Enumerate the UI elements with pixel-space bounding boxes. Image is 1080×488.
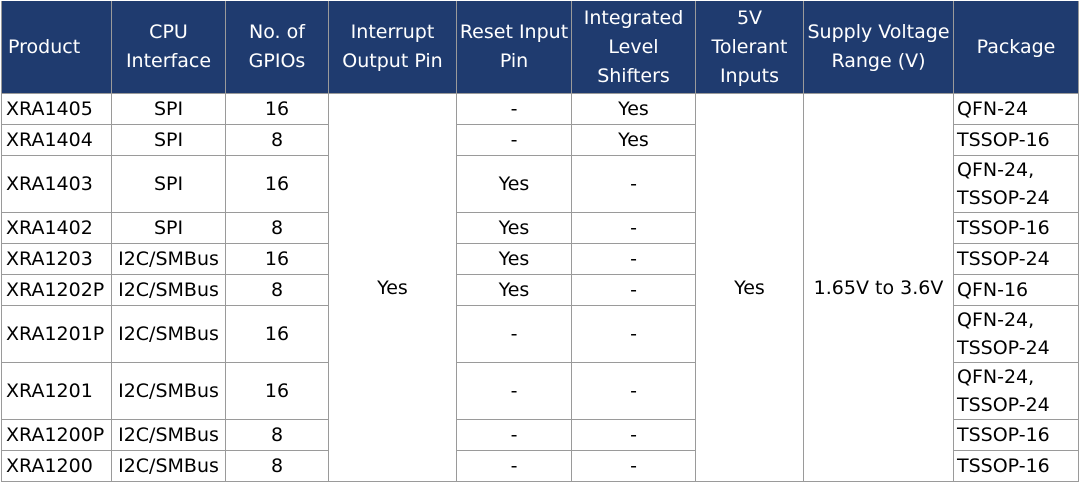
gpio-count-cell: 16: [225, 305, 329, 363]
header-supply-voltage: Supply Voltage Range (V): [803, 1, 954, 94]
cpu-interface-cell: SPI: [111, 93, 226, 125]
header-reset-input-pin: Reset Input Pin: [456, 1, 572, 94]
table-row: XRA1402 SPI 8 Yes - TSSOP-16: [1, 212, 1079, 244]
cpu-interface-cell: SPI: [111, 155, 226, 213]
product-cell: XRA1200P: [1, 419, 112, 451]
package-cell: TSSOP-24: [953, 243, 1079, 275]
reset-input-pin-cell: -: [456, 305, 572, 363]
cpu-interface-cell: SPI: [111, 124, 226, 156]
level-shifters-cell: -: [571, 362, 696, 420]
header-gpio-count: No. of GPIOs: [225, 1, 329, 94]
cpu-interface-cell: SPI: [111, 212, 226, 244]
cpu-interface-cell: I2C/SMBus: [111, 419, 226, 451]
gpio-count-cell: 16: [225, 362, 329, 420]
package-cell: QFN-16: [953, 274, 1079, 306]
level-shifters-cell: Yes: [571, 124, 696, 156]
cpu-interface-cell: I2C/SMBus: [111, 243, 226, 275]
interrupt-output-pin-cell: Yes: [328, 93, 457, 482]
level-shifters-cell: -: [571, 243, 696, 275]
level-shifters-cell: -: [571, 450, 696, 482]
product-cell: XRA1402: [1, 212, 112, 244]
reset-input-pin-cell: -: [456, 124, 572, 156]
gpio-count-cell: 16: [225, 155, 329, 213]
product-cell: XRA1201P: [1, 305, 112, 363]
cpu-interface-cell: I2C/SMBus: [111, 305, 226, 363]
header-row: Product CPU Interface No. of GPIOs Inter…: [1, 1, 1079, 94]
reset-input-pin-cell: Yes: [456, 212, 572, 244]
product-cell: XRA1405: [1, 93, 112, 125]
cpu-interface-cell: I2C/SMBus: [111, 274, 226, 306]
product-cell: XRA1403: [1, 155, 112, 213]
header-5v-tolerant: 5V Tolerant Inputs: [695, 1, 804, 94]
5v-tolerant-cell: Yes: [695, 93, 804, 482]
table-row: XRA1201P I2C/SMBus 16 - - QFN-24, TSSOP-…: [1, 305, 1079, 363]
header-level-shifters: Integrated Level Shifters: [571, 1, 696, 94]
table-row: XRA1403 SPI 16 Yes - QFN-24, TSSOP-24: [1, 155, 1079, 213]
table-row: XRA1404 SPI 8 - Yes TSSOP-16: [1, 124, 1079, 156]
table-row: XRA1201 I2C/SMBus 16 - - QFN-24, TSSOP-2…: [1, 362, 1079, 420]
reset-input-pin-cell: -: [456, 93, 572, 125]
product-cell: XRA1200: [1, 450, 112, 482]
reset-input-pin-cell: -: [456, 450, 572, 482]
level-shifters-cell: -: [571, 155, 696, 213]
product-cell: XRA1404: [1, 124, 112, 156]
header-cpu-interface: CPU Interface: [111, 1, 226, 94]
level-shifters-cell: -: [571, 305, 696, 363]
reset-input-pin-cell: Yes: [456, 243, 572, 275]
package-cell: TSSOP-16: [953, 124, 1079, 156]
reset-input-pin-cell: -: [456, 419, 572, 451]
package-cell: TSSOP-16: [953, 450, 1079, 482]
header-product: Product: [1, 1, 112, 94]
product-cell: XRA1201: [1, 362, 112, 420]
header-package: Package: [953, 1, 1079, 94]
package-cell: TSSOP-16: [953, 212, 1079, 244]
package-cell: QFN-24: [953, 93, 1079, 125]
gpio-count-cell: 8: [225, 124, 329, 156]
reset-input-pin-cell: Yes: [456, 274, 572, 306]
gpio-count-cell: 8: [225, 450, 329, 482]
level-shifters-cell: -: [571, 419, 696, 451]
gpio-count-cell: 8: [225, 212, 329, 244]
reset-input-pin-cell: Yes: [456, 155, 572, 213]
gpio-count-cell: 16: [225, 93, 329, 125]
gpio-count-cell: 8: [225, 274, 329, 306]
package-cell: QFN-24, TSSOP-24: [953, 155, 1079, 213]
level-shifters-cell: -: [571, 274, 696, 306]
header-interrupt-output-pin: Interrupt Output Pin: [328, 1, 457, 94]
cpu-interface-cell: I2C/SMBus: [111, 450, 226, 482]
table-row: XRA1203 I2C/SMBus 16 Yes - TSSOP-24: [1, 243, 1079, 275]
package-cell: QFN-24, TSSOP-24: [953, 305, 1079, 363]
product-cell: XRA1203: [1, 243, 112, 275]
level-shifters-cell: Yes: [571, 93, 696, 125]
supply-voltage-cell: 1.65V to 3.6V: [803, 93, 954, 482]
package-cell: TSSOP-16: [953, 419, 1079, 451]
table-row: XRA1202P I2C/SMBus 8 Yes - QFN-16: [1, 274, 1079, 306]
package-cell: QFN-24, TSSOP-24: [953, 362, 1079, 420]
gpio-count-cell: 8: [225, 419, 329, 451]
table-row: XRA1200 I2C/SMBus 8 - - TSSOP-16: [1, 450, 1079, 482]
level-shifters-cell: -: [571, 212, 696, 244]
table-row: XRA1405 SPI 16 Yes - Yes Yes 1.65V to 3.…: [1, 93, 1079, 482]
product-cell: XRA1202P: [1, 274, 112, 306]
gpio-count-cell: 16: [225, 243, 329, 275]
cpu-interface-cell: I2C/SMBus: [111, 362, 226, 420]
reset-input-pin-cell: -: [456, 362, 572, 420]
